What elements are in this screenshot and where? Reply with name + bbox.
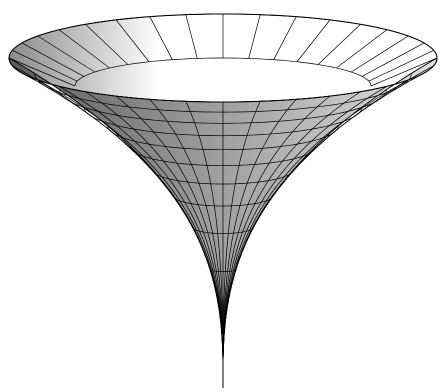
funnel-outer-surface [8, 57, 438, 379]
inner-meridian-line [361, 42, 425, 77]
inner-meridian-line [185, 14, 198, 59]
outer-meridian-line [222, 79, 409, 379]
funnel-rim [8, 13, 438, 388]
funnel-inner-surface [8, 13, 438, 103]
outer-meridian-line [222, 99, 297, 379]
outer-parallel-line [209, 268, 237, 273]
inner-meridian-line [85, 24, 129, 65]
outer-parallel-line [59, 89, 387, 124]
inner-meridian-line [317, 24, 361, 65]
outer-meridian-line [222, 91, 361, 379]
inner-meridian-line [8, 57, 76, 87]
outer-meridian-line [222, 101, 261, 378]
outer-parallel-line [172, 195, 274, 207]
outer-parallel-line [192, 227, 254, 234]
outer-meridian-line [115, 95, 224, 379]
inner-meridian-line [296, 19, 331, 62]
outer-parallel-line [34, 73, 412, 113]
inner-meridian-line [368, 50, 434, 82]
outer-parallel-line [107, 125, 339, 151]
inner-meridian-line [370, 57, 438, 87]
outer-meridian-line [58, 85, 224, 379]
inner-meridian-line [21, 42, 85, 77]
inner-meridian-line [12, 50, 78, 82]
outer-parallel-line [130, 146, 316, 166]
outer-meridian-line [185, 101, 224, 378]
inner-meridian-line [336, 29, 388, 69]
inner-parallel-line [74, 57, 372, 87]
inner-meridian-line [149, 16, 173, 60]
outer-meridian-line [222, 85, 388, 379]
inner-meridian-line [273, 16, 297, 60]
inner-meridian-line [37, 35, 96, 73]
rim-edge-line [8, 13, 438, 103]
outer-meridian-line [222, 95, 331, 379]
inner-meridian-line [350, 35, 409, 73]
inner-meridian-line [115, 19, 150, 62]
inner-meridian-line [58, 29, 110, 69]
outer-meridian-line [149, 99, 224, 379]
outer-meridian-line [85, 91, 224, 379]
outer-parallel-line [152, 169, 294, 185]
inner-meridian-line [248, 14, 261, 59]
outer-parallel-line [83, 107, 363, 137]
outer-meridian-line [8, 57, 224, 379]
